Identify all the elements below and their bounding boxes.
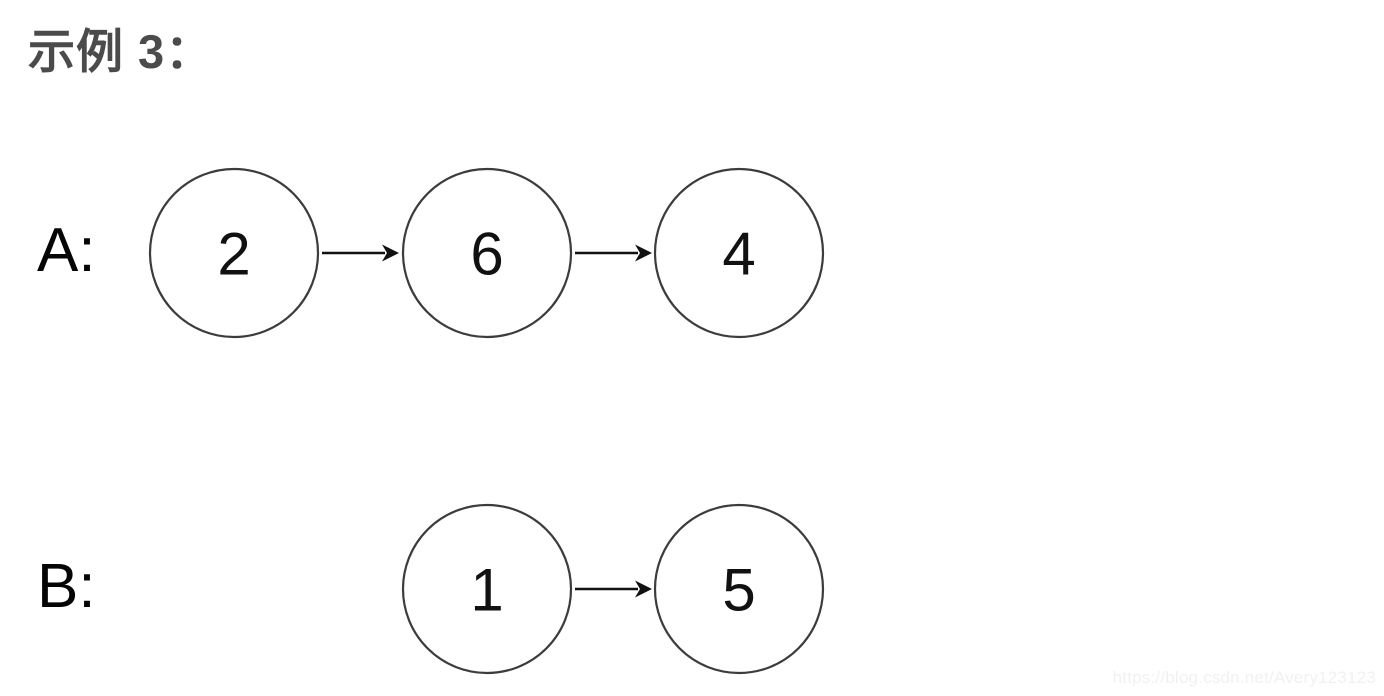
- node-6: 6: [401, 167, 573, 339]
- node-circle: [148, 167, 320, 339]
- node-value: 6: [470, 221, 503, 288]
- node-circle: [653, 167, 825, 339]
- edge-arrowhead: [635, 580, 652, 598]
- edge-arrow: [575, 580, 652, 598]
- list-label-b: B:: [37, 552, 96, 621]
- edge-arrow: [322, 244, 399, 262]
- edge-arrowhead: [382, 244, 399, 262]
- page-title: 示例 3：: [28, 25, 214, 78]
- node-4: 4: [653, 167, 825, 339]
- node-value: 1: [470, 557, 503, 624]
- linked-list-a: 2 6 4: [148, 167, 825, 339]
- node-value: 5: [722, 557, 755, 624]
- node-5: 5: [653, 503, 825, 675]
- node-1: 1: [401, 503, 573, 675]
- watermark-text: https://blog.csdn.net/Avery123123: [1112, 668, 1376, 687]
- edge-arrow: [575, 244, 652, 262]
- node-2: 2: [148, 167, 320, 339]
- edge-arrowhead: [635, 244, 652, 262]
- node-circle: [653, 503, 825, 675]
- node-value: 2: [217, 221, 250, 288]
- node-circle: [401, 167, 573, 339]
- node-value: 4: [722, 221, 755, 288]
- list-label-a: A:: [37, 216, 96, 285]
- node-circle: [401, 503, 573, 675]
